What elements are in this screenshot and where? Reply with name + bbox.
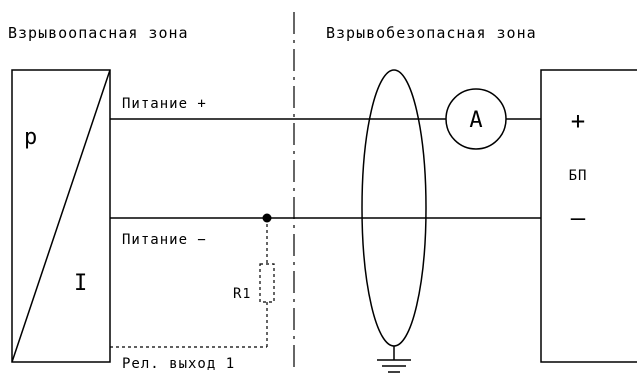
psu-label: БП: [569, 168, 588, 184]
ammeter-label: A: [469, 108, 482, 133]
pressure-sensor: p I: [11, 69, 111, 363]
sensor-bottom-letter: I: [74, 271, 87, 296]
ammeter: A: [445, 88, 507, 150]
power-plus-label: Питание +: [122, 96, 207, 112]
power-supply-box: [540, 69, 637, 363]
shield-ellipse: [361, 69, 427, 347]
power-supply: + БП —: [540, 69, 637, 363]
psu-plus-sign: +: [571, 107, 585, 135]
cable-shield: [361, 69, 427, 373]
resistor-label: R1: [233, 286, 251, 302]
power-minus-label: Питание −: [122, 232, 207, 248]
sensor-top-letter: p: [24, 125, 37, 150]
resistor-body: [259, 263, 275, 303]
ammeter-circle: [445, 88, 507, 150]
relay-output-label: Рел. выход 1: [122, 356, 235, 372]
sensor-box: [11, 69, 111, 363]
hazardous-zone-title: Взрывоопасная зона: [8, 24, 189, 42]
sensor-diagonal: [11, 69, 111, 363]
safe-zone-title: Взрывобезопасная зона: [326, 24, 537, 42]
psu-minus-sign: —: [571, 204, 586, 232]
